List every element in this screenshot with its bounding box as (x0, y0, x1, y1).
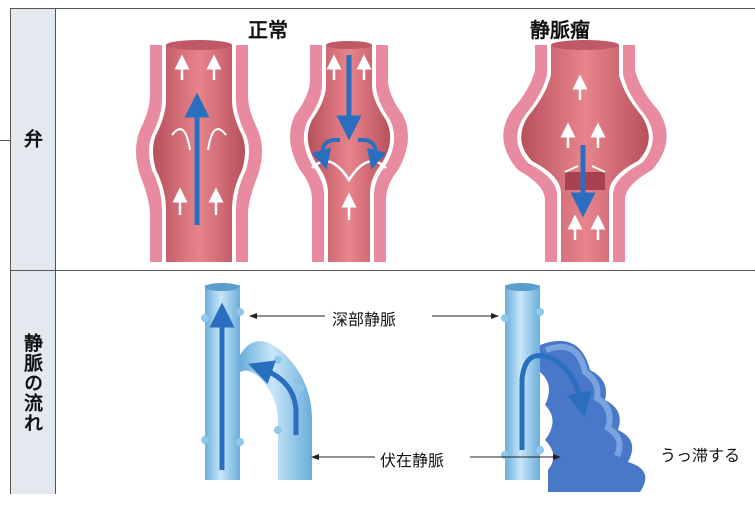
normal-deep-and-saphenous-veins (201, 283, 312, 480)
normal-vein-closed-valve (290, 41, 408, 262)
label-saphenous-vein: 伏在静脈 (380, 447, 444, 471)
varicose-deep-and-saphenous-veins (501, 283, 645, 492)
label-deep-vein: 深部静脈 (332, 306, 396, 330)
varicose-vein-incompetent-valve (503, 40, 666, 262)
label-stagnation: うっ滞する (660, 442, 740, 466)
normal-vein-open-valve (136, 40, 262, 262)
